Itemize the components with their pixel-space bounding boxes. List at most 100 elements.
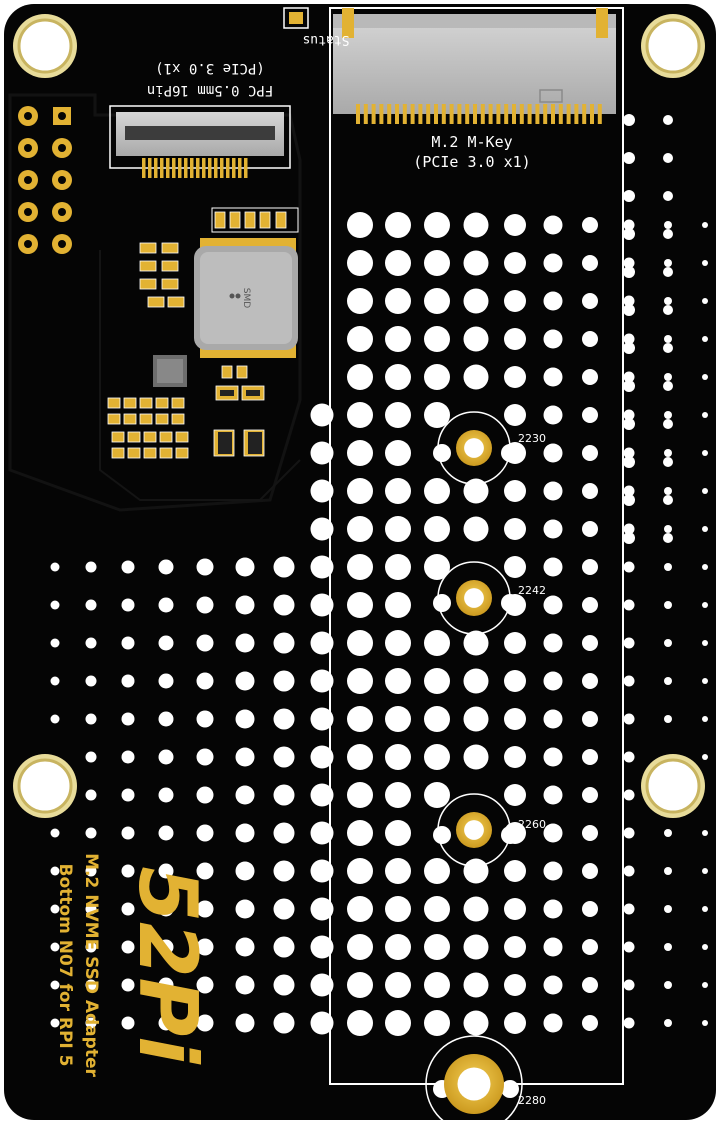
fpc-pin bbox=[202, 158, 206, 178]
perf-hole bbox=[504, 784, 526, 806]
perf-hole bbox=[385, 744, 411, 770]
perf-hole bbox=[385, 516, 411, 542]
perf-hole bbox=[664, 259, 672, 267]
perf-hole bbox=[623, 941, 635, 953]
perf-hole bbox=[504, 1012, 526, 1034]
standoff-drill bbox=[464, 820, 484, 840]
perf-hole bbox=[347, 402, 373, 428]
standoff-side-hole bbox=[501, 1080, 519, 1098]
perf-hole bbox=[385, 630, 411, 656]
perf-hole bbox=[50, 714, 60, 724]
perf-hole bbox=[196, 1014, 214, 1032]
perf-hole bbox=[121, 902, 135, 916]
perf-hole bbox=[196, 634, 214, 652]
perf-hole bbox=[121, 560, 135, 574]
m2-pin bbox=[597, 104, 602, 124]
perf-hole bbox=[702, 1020, 708, 1026]
perf-hole bbox=[196, 748, 214, 766]
mounting-hole-ring bbox=[645, 758, 701, 814]
passive-component bbox=[159, 447, 173, 459]
m2-pin bbox=[551, 104, 555, 124]
mounting-hole-ring bbox=[645, 18, 701, 74]
perf-hole bbox=[121, 674, 135, 688]
perf-hole bbox=[504, 366, 526, 388]
perf-hole bbox=[121, 978, 135, 992]
perf-hole bbox=[582, 217, 598, 233]
perf-hole bbox=[273, 822, 295, 844]
perf-hole bbox=[664, 639, 672, 647]
perf-hole bbox=[664, 525, 672, 533]
perf-hole bbox=[504, 556, 526, 578]
perf-hole bbox=[623, 903, 635, 915]
perf-hole bbox=[702, 412, 708, 418]
perf-hole bbox=[273, 1012, 295, 1034]
perf-hole bbox=[235, 975, 255, 995]
perf-hole bbox=[310, 1011, 334, 1035]
passive-component bbox=[221, 365, 233, 379]
m2-pin bbox=[590, 104, 594, 124]
perf-hole bbox=[623, 675, 635, 687]
perf-hole bbox=[543, 937, 563, 957]
m2-pin bbox=[496, 104, 501, 124]
perf-hole bbox=[623, 827, 635, 839]
perf-hole bbox=[50, 638, 60, 648]
fpc-label-line2: (PCIe 3.0 x1) bbox=[155, 60, 265, 76]
m2-pin bbox=[488, 104, 493, 124]
perf-hole bbox=[347, 364, 373, 390]
pad-drill bbox=[58, 112, 66, 120]
standoff-side-hole bbox=[501, 594, 519, 612]
component-body bbox=[218, 432, 232, 454]
perf-hole bbox=[582, 635, 598, 651]
passive-components bbox=[107, 211, 287, 459]
perf-hole bbox=[463, 744, 489, 770]
perf-hole bbox=[424, 896, 450, 922]
passive-component bbox=[155, 413, 169, 425]
trace-region-2 bbox=[99, 250, 301, 501]
perf-hole bbox=[504, 860, 526, 882]
perf-hole bbox=[85, 713, 97, 725]
perf-hole bbox=[424, 934, 450, 960]
passive-component bbox=[236, 365, 248, 379]
perf-hole bbox=[463, 668, 489, 694]
perf-hole bbox=[273, 898, 295, 920]
perf-hole bbox=[273, 860, 295, 882]
standoff-side-hole bbox=[501, 826, 519, 844]
perf-hole bbox=[347, 326, 373, 352]
perf-hole bbox=[50, 676, 60, 686]
passive-component bbox=[143, 447, 157, 459]
perf-hole bbox=[385, 668, 411, 694]
perf-hole bbox=[463, 478, 489, 504]
perf-hole bbox=[582, 863, 598, 879]
pad-drill bbox=[24, 240, 32, 248]
perf-hole bbox=[582, 369, 598, 385]
perf-hole bbox=[702, 716, 708, 722]
perf-hole bbox=[385, 782, 411, 808]
component-body bbox=[220, 390, 234, 396]
perf-hole bbox=[504, 518, 526, 540]
perf-hole bbox=[702, 564, 708, 570]
perf-hole bbox=[623, 485, 635, 497]
perf-hole bbox=[347, 1010, 373, 1036]
perf-hole bbox=[235, 671, 255, 691]
m2-pin bbox=[449, 104, 454, 124]
passive-component bbox=[123, 413, 137, 425]
perf-hole bbox=[663, 267, 673, 277]
standoff-outline bbox=[425, 1035, 523, 1124]
perf-hole bbox=[623, 190, 635, 202]
perf-hole bbox=[582, 711, 598, 727]
perf-hole bbox=[702, 640, 708, 646]
perf-hole bbox=[543, 595, 563, 615]
perf-hole bbox=[582, 597, 598, 613]
m2-label-line1: M.2 M-Key bbox=[431, 133, 512, 151]
passive-component bbox=[175, 431, 189, 443]
perf-hole bbox=[85, 1017, 97, 1029]
perf-hole bbox=[424, 1010, 450, 1036]
perf-hole bbox=[702, 336, 708, 342]
perf-hole bbox=[347, 630, 373, 656]
perf-hole bbox=[664, 373, 672, 381]
perf-hole bbox=[504, 670, 526, 692]
pad-drill bbox=[24, 208, 32, 216]
perf-hole bbox=[623, 409, 635, 421]
perf-hole bbox=[504, 708, 526, 730]
perf-hole bbox=[582, 255, 598, 271]
